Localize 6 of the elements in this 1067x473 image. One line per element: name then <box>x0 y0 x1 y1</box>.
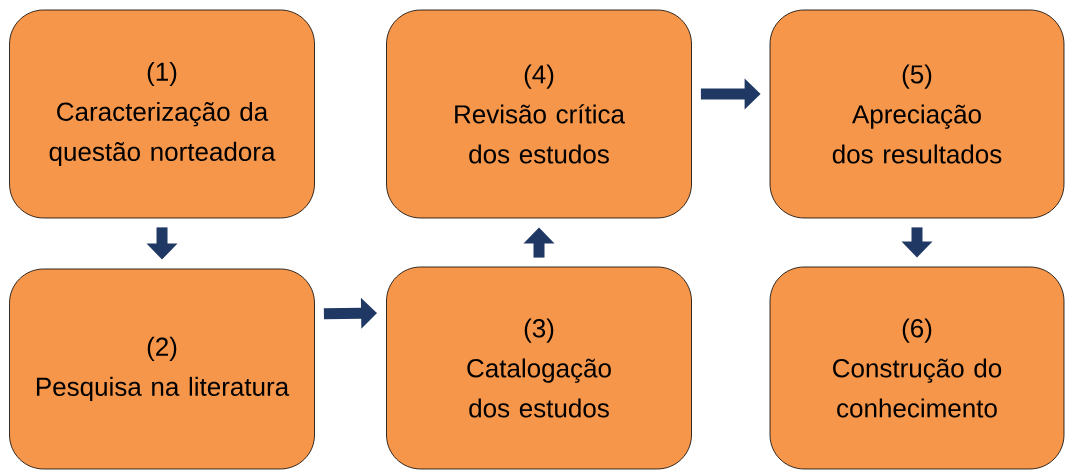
process-box: (3) Catalogação dos estudos <box>386 266 692 470</box>
process-box: (4) Revisão crítica dos estudos <box>386 9 692 219</box>
process-box: (1) Caracterização da questão norteadora <box>9 9 315 219</box>
process-box: (5) Apreciação dos resultados <box>769 9 1065 219</box>
process-box: (2) Pesquisa na literatura <box>9 268 315 470</box>
process-box: (6) Construção do conhecimento <box>769 266 1065 470</box>
